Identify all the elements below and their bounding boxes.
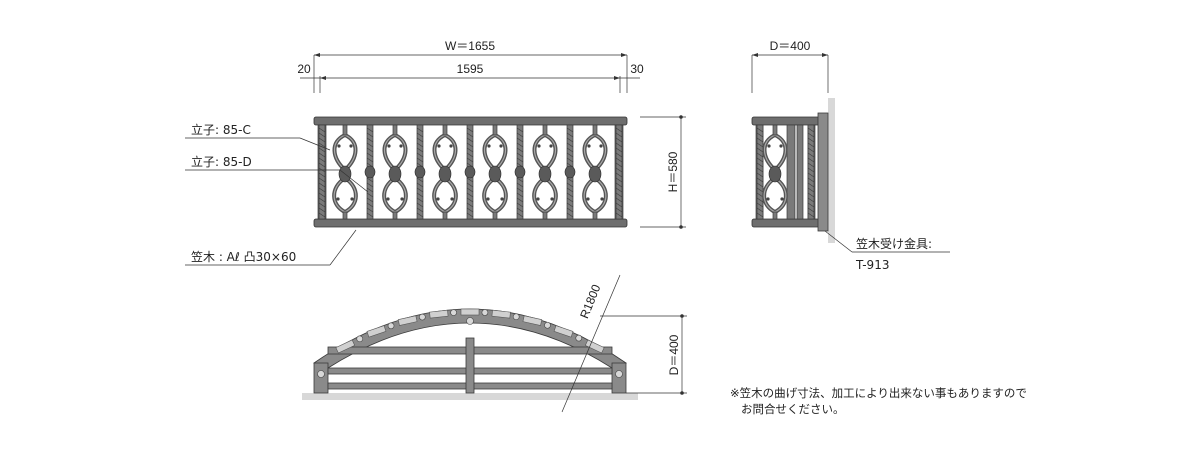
label-bracket-title: 笠木受け金具: (856, 236, 932, 251)
label-bracket-code: T-913 (855, 258, 889, 272)
dimension-depth-plan: D＝400 (667, 334, 681, 375)
plan-view (302, 274, 687, 413)
leaders (185, 137, 369, 266)
plan-floor (302, 393, 638, 400)
dimension-radius: R1800 (577, 282, 603, 320)
baluster-c-2 (382, 124, 408, 220)
label-handrail: 笠木 : Aℓ 凸30×60 (191, 249, 296, 264)
bottom-rail (313, 218, 628, 228)
front-balusters (318, 124, 623, 220)
dimension-height: H＝580 (666, 151, 680, 192)
front-elevation (313, 116, 628, 228)
top-rail (313, 116, 628, 126)
dimension-width-total: W＝1655 (445, 39, 495, 53)
front-dimension-lines (300, 53, 686, 229)
dimension-left-offset: 20 (297, 62, 311, 76)
side-twist-1 (756, 124, 764, 220)
label-baluster-d: 立子: 85-D (191, 154, 252, 169)
side-wall (828, 98, 835, 243)
dimension-inner-span: 1595 (457, 62, 484, 76)
side-elevation (751, 53, 950, 253)
end-twist-right (615, 124, 623, 220)
dimension-depth-side: D＝400 (770, 39, 811, 53)
side-bracket (817, 112, 829, 232)
side-twist-2 (807, 124, 815, 220)
baluster-c-1 (332, 124, 358, 220)
baluster-c-5 (532, 124, 558, 220)
note-line-2: お問合せください。 (741, 402, 845, 416)
label-baluster-c: 立子: 85-C (191, 122, 251, 137)
baluster-c-3 (432, 124, 458, 220)
side-baluster-c (762, 124, 788, 220)
dimension-right-offset: 30 (630, 62, 644, 76)
baluster-c-4 (482, 124, 508, 220)
baluster-c-6 (582, 124, 608, 220)
end-twist-left (318, 124, 326, 220)
note-line-1: ※笠木の曲げ寸法、加工により出来ない事もありますので (730, 386, 1027, 400)
